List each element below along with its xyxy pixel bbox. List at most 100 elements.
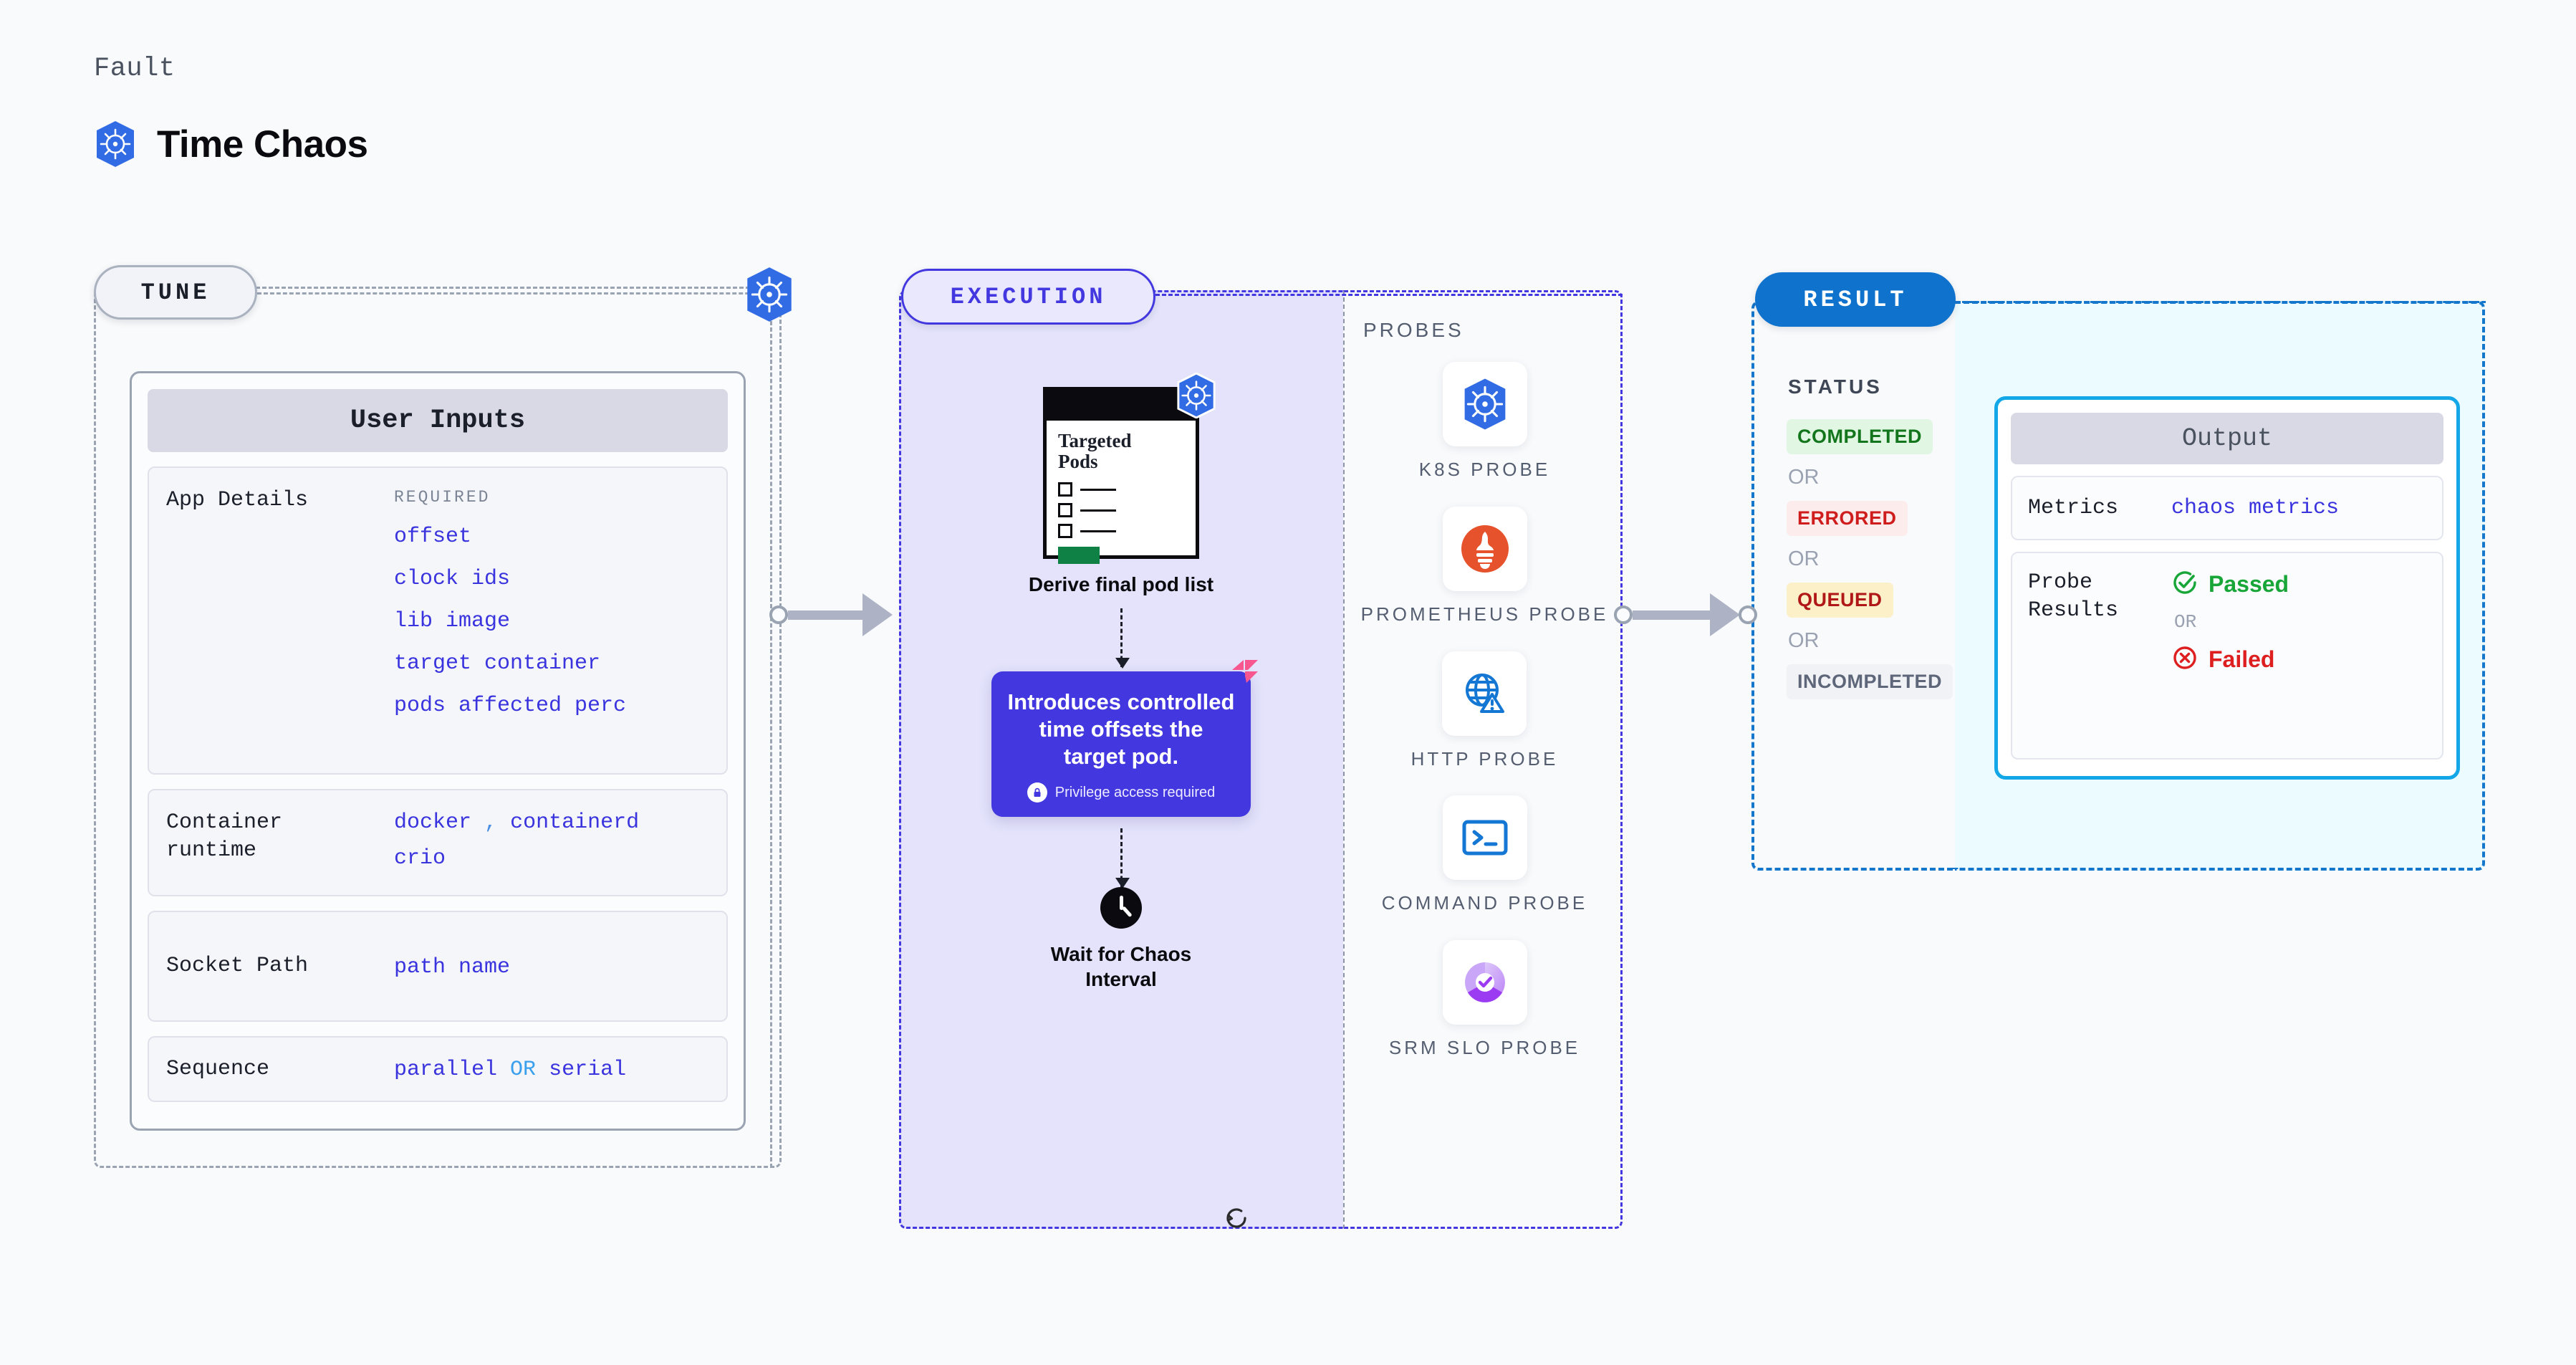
status-title: STATUS (1788, 375, 1883, 398)
failed-label: Failed (2209, 646, 2275, 672)
check-circle-icon (2171, 569, 2198, 600)
row-label: Container runtime (166, 810, 283, 863)
probe-label: PROMETHEUS PROBE (1360, 603, 1609, 625)
x-circle-icon (2171, 644, 2198, 675)
sequence-or: OR (510, 1058, 537, 1082)
tune-panel (94, 287, 782, 1168)
status-badge-errored: ERRORED (1787, 501, 1908, 536)
sequence-parallel: parallel (394, 1058, 498, 1082)
input-value-target-container: target container (394, 651, 601, 676)
probes-title: PROBES (1363, 319, 1464, 341)
status-badge-queued: QUEUED (1787, 583, 1893, 618)
flow-arrow-down (1115, 828, 1130, 889)
prometheus-icon (1442, 506, 1527, 591)
status-or-label: OR (1788, 629, 1820, 652)
status-badge-incompleted: INCOMPLETED (1787, 664, 1953, 699)
probe-item-srm-slo[interactable]: SRM SLO PROBE (1389, 940, 1580, 1060)
targeted-pods-title-line-1: Targeted (1058, 430, 1132, 451)
status-list: COMPLETED OR ERRORED OR QUEUED OR INCOMP… (1787, 419, 1959, 699)
input-value-offset: offset (394, 525, 472, 549)
connector-tune-to-execution (769, 593, 893, 636)
input-value-runtime-crio: crio (394, 846, 446, 871)
probe-item-http[interactable]: HTTP PROBE (1411, 651, 1559, 772)
input-value-sequence: parallel OR serial (394, 1058, 626, 1082)
row-label: Socket Path (166, 954, 309, 978)
probe-result-failed: Failed (2171, 644, 2289, 675)
required-tag: REQUIRED (394, 488, 491, 507)
list-item (1058, 482, 1184, 497)
connector-shaft (788, 610, 864, 620)
probe-label: HTTP PROBE (1410, 747, 1559, 770)
wait-for-chaos-interval-caption: Wait for Chaos Interval (1051, 942, 1192, 992)
connector-arrowhead (862, 593, 893, 636)
probe-item-k8s[interactable]: K8S PROBE (1419, 362, 1550, 482)
execution-leader-line (1155, 294, 1623, 296)
input-row-app-details[interactable]: App Details REQUIRED offset clock ids li… (148, 466, 728, 775)
result-leader-line (1956, 301, 2486, 303)
runtime-docker: docker (394, 810, 472, 835)
fault-eyebrow-label: Fault (94, 54, 176, 84)
page-title: Time Chaos (157, 123, 368, 166)
placeholder-line (1080, 530, 1116, 532)
row-label: Probe Results (2028, 570, 2119, 623)
user-inputs-card: User Inputs App Details REQUIRED offset … (130, 371, 746, 1131)
input-value-clock-ids: clock ids (394, 567, 511, 591)
lock-icon (1027, 782, 1047, 803)
input-row-socket-path[interactable]: Socket Path path name (148, 911, 728, 1022)
status-badge-completed: COMPLETED (1787, 419, 1933, 454)
connector-dot (1614, 605, 1633, 624)
runtime-separator: , (484, 810, 498, 835)
row-label: App Details (166, 488, 309, 512)
kubernetes-icon (1176, 372, 1217, 422)
caption-line-1: Wait for Chaos (1050, 943, 1192, 966)
result-stage-pill[interactable]: RESULT (1755, 272, 1956, 327)
input-value-pods-affected-perc: pods affected perc (394, 694, 627, 718)
probe-list: K8S PROBE PROMETHEUS PROBE (1354, 362, 1615, 1060)
placeholder-line (1080, 488, 1116, 491)
input-row-sequence[interactable]: Sequence parallel OR serial (148, 1036, 728, 1102)
connector-arrowhead (1710, 593, 1740, 636)
output-title: Output (2011, 413, 2443, 464)
runtime-containerd: containerd (510, 810, 640, 835)
connector-execution-to-result (1614, 593, 1757, 636)
output-card: Output Metrics chaos metrics Probe Resul… (1994, 396, 2460, 780)
probe-label: COMMAND PROBE (1381, 892, 1588, 914)
list-item (1058, 524, 1184, 539)
tooltip-text: Introduces controlled time offsets the t… (1007, 689, 1235, 769)
caption-line-2: Interval (1085, 968, 1157, 991)
refresh-icon[interactable] (1222, 1204, 1251, 1236)
checkbox-icon (1058, 524, 1072, 539)
probe-item-prometheus[interactable]: PROMETHEUS PROBE (1360, 506, 1609, 627)
flow-arrow-down (1115, 608, 1130, 669)
passed-label: Passed (2209, 571, 2289, 597)
user-inputs-title: User Inputs (148, 389, 728, 452)
tune-leader-line (257, 292, 782, 294)
kubernetes-icon (1442, 362, 1527, 446)
fault-title-row: Time Chaos (94, 120, 368, 168)
input-value-lib-image: lib image (394, 609, 511, 633)
input-value-runtime-line-1: docker , containerd (394, 810, 639, 835)
targeted-pods-card: Targeted Pods (1043, 372, 1216, 565)
output-row-metrics[interactable]: Metrics chaos metrics (2011, 476, 2443, 540)
pod-checklist (1058, 482, 1184, 539)
fault-description-tooltip: Introduces controlled time offsets the t… (991, 660, 1258, 818)
output-row-probe-results[interactable]: Probe Results Passed OR (2011, 552, 2443, 760)
tune-stage-pill[interactable]: TUNE (94, 265, 257, 320)
input-row-container-runtime[interactable]: Container runtime docker , containerd cr… (148, 789, 728, 896)
row-label: Metrics (2028, 495, 2119, 520)
connector-dot (769, 605, 788, 624)
terminal-icon (1442, 795, 1527, 881)
probe-item-command[interactable]: COMMAND PROBE (1382, 795, 1587, 916)
srm-slo-donut-icon (1442, 940, 1527, 1025)
status-bar-green (1058, 547, 1100, 565)
tune-inner-divider (770, 308, 772, 1168)
status-or-label: OR (1788, 547, 1820, 570)
kubernetes-icon (94, 120, 137, 168)
execution-stage-pill[interactable]: EXECUTION (901, 269, 1155, 325)
derive-pod-list-caption: Derive final pod list (1028, 573, 1214, 595)
probe-result-passed: Passed (2171, 569, 2289, 600)
probes-panel (1343, 290, 1623, 1229)
probe-label: K8S PROBE (1418, 459, 1551, 480)
status-or-label: OR (1788, 466, 1820, 489)
sequence-serial: serial (549, 1058, 627, 1082)
